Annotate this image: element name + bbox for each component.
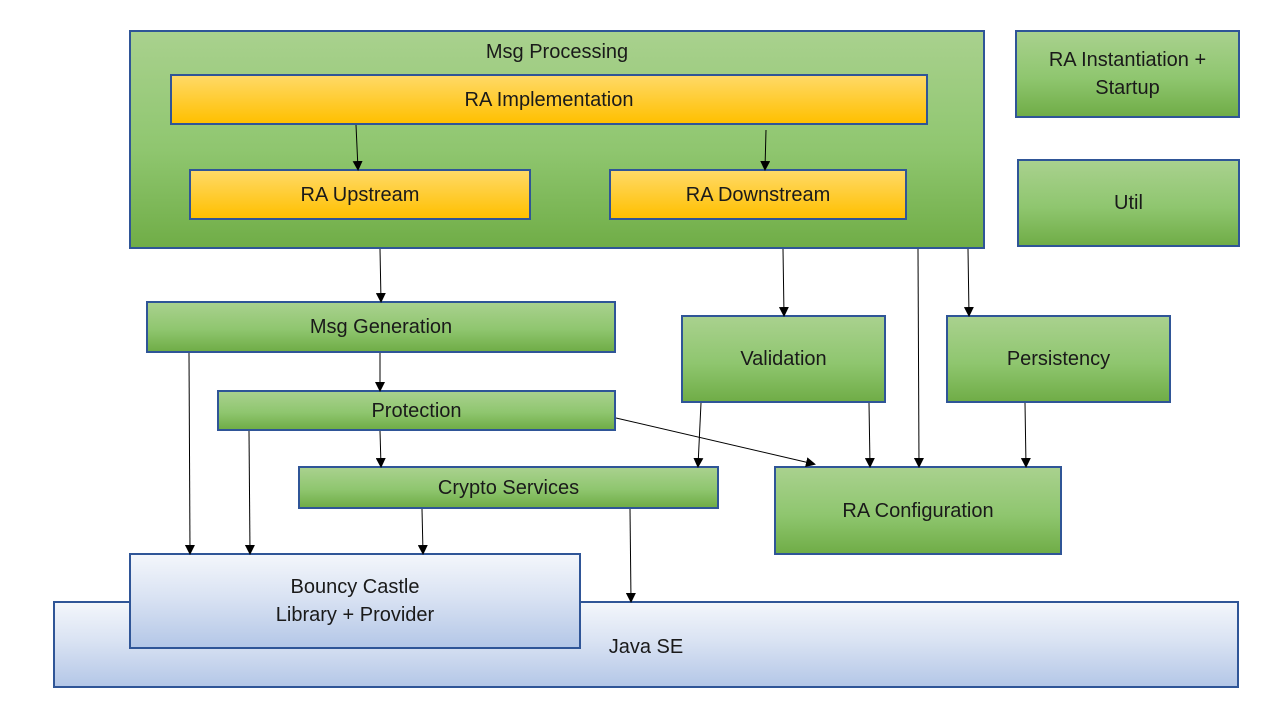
arrow-validation-to-raconfig <box>864 402 875 468</box>
persistency-label: Persistency <box>1006 348 1111 370</box>
ra-downstream-block: RA Downstream <box>609 169 907 220</box>
ra-implementation-block: RA Implementation <box>170 74 928 125</box>
msg-generation-label: Msg Generation <box>309 316 453 338</box>
crypto-services-block: Crypto Services <box>298 466 719 509</box>
protection-label: Protection <box>371 399 462 422</box>
msg-generation-block: Msg Generation <box>146 301 616 353</box>
ra-instantiation-block: RA Instantiation + Startup <box>1015 30 1240 118</box>
util-block: Util <box>1017 159 1240 247</box>
arrow-processing-to-raconfig <box>913 248 924 468</box>
ra-upstream-label: RA Upstream <box>300 183 420 206</box>
arrow-crypto-to-bouncycastle <box>417 508 428 555</box>
arrow-crypto-to-javase <box>625 508 636 603</box>
validation-label: Validation <box>740 348 827 370</box>
crypto-services-label: Crypto Services <box>437 476 580 499</box>
util-label: Util <box>1114 192 1143 214</box>
ra-instantiation-label: RA Instantiation + Startup <box>1048 49 1207 99</box>
msg-processing-label: Msg Processing <box>485 41 629 63</box>
arrow-protection-to-raconfig <box>615 417 816 468</box>
ra-configuration-label: RA Configuration <box>842 499 994 522</box>
java-se-label: Java SE <box>608 636 684 658</box>
arrow-protection-to-bouncycastle <box>244 430 255 555</box>
arrow-validation-to-crypto <box>693 402 704 468</box>
ra-configuration-block: RA Configuration <box>774 466 1062 555</box>
arrow-persistency-to-raconfig <box>1020 402 1031 468</box>
ra-upstream-block: RA Upstream <box>189 169 531 220</box>
validation-block: Validation <box>681 315 886 403</box>
ra-downstream-label: RA Downstream <box>685 183 831 206</box>
arrow-processing-to-persistency <box>963 248 974 317</box>
arrow-processing-to-msggen <box>375 248 386 303</box>
arrow-processing-to-validation <box>778 248 789 317</box>
bouncy-castle-label: Bouncy Castle Library + Provider <box>275 576 435 626</box>
protection-block: Protection <box>217 390 616 431</box>
bouncy-castle-block: Bouncy Castle Library + Provider <box>129 553 581 649</box>
persistency-block: Persistency <box>946 315 1171 403</box>
arrow-msggen-to-bouncycastle <box>184 352 195 555</box>
arrow-protection-to-crypto <box>375 430 386 468</box>
ra-implementation-label: RA Implementation <box>464 88 634 111</box>
